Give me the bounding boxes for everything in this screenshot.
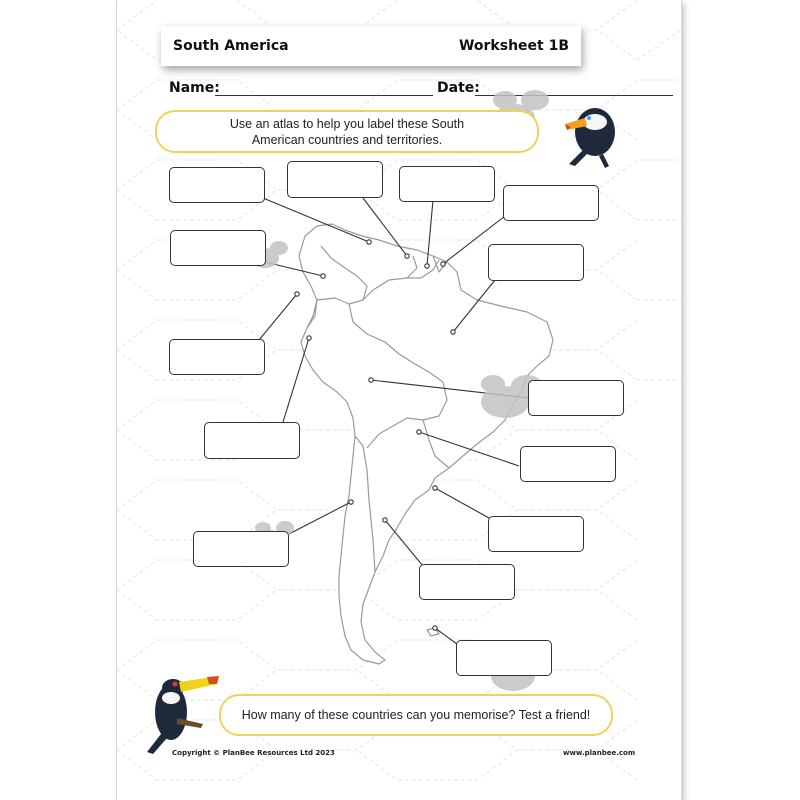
instructions-text: Use an atlas to help you label these Sou… bbox=[229, 116, 465, 147]
prompt-bubble: How many of these countries can you memo… bbox=[219, 694, 613, 736]
date-label: Date: bbox=[437, 80, 480, 96]
header-bar: South America Worksheet 1B bbox=[161, 26, 581, 66]
label-box-3[interactable] bbox=[399, 166, 495, 202]
instructions-bubble: Use an atlas to help you label these Sou… bbox=[155, 110, 539, 153]
prompt-text: How many of these countries can you memo… bbox=[241, 708, 591, 722]
date-field[interactable] bbox=[475, 95, 673, 96]
toucan-icon bbox=[147, 676, 219, 754]
name-date-row: Name: Date: bbox=[169, 80, 673, 102]
label-box-10[interactable] bbox=[520, 446, 616, 482]
website-link[interactable]: www.planbee.com bbox=[563, 749, 636, 757]
label-box-7[interactable] bbox=[169, 339, 265, 375]
toucan-icon bbox=[565, 108, 615, 168]
name-label: Name: bbox=[169, 80, 220, 96]
label-box-12[interactable] bbox=[193, 531, 289, 567]
label-box-11[interactable] bbox=[488, 516, 584, 552]
worksheet-number: Worksheet 1B bbox=[458, 38, 569, 54]
label-box-13[interactable] bbox=[419, 564, 515, 600]
label-box-9[interactable] bbox=[204, 422, 300, 459]
label-box-6[interactable] bbox=[488, 244, 584, 281]
copyright-text: Copyright © PlanBee Resources Ltd 2023 bbox=[172, 749, 335, 757]
south-america-map bbox=[298, 223, 554, 665]
label-box-5[interactable] bbox=[170, 230, 266, 266]
label-box-4[interactable] bbox=[503, 185, 599, 221]
label-box-8[interactable] bbox=[528, 380, 624, 416]
worksheet-page: South America Worksheet 1B Name: Date: bbox=[117, 0, 681, 800]
label-box-1[interactable] bbox=[169, 167, 265, 203]
name-field[interactable] bbox=[215, 95, 433, 96]
label-box-14[interactable] bbox=[456, 640, 552, 676]
page-title: South America bbox=[173, 38, 289, 54]
label-box-2[interactable] bbox=[287, 161, 383, 198]
